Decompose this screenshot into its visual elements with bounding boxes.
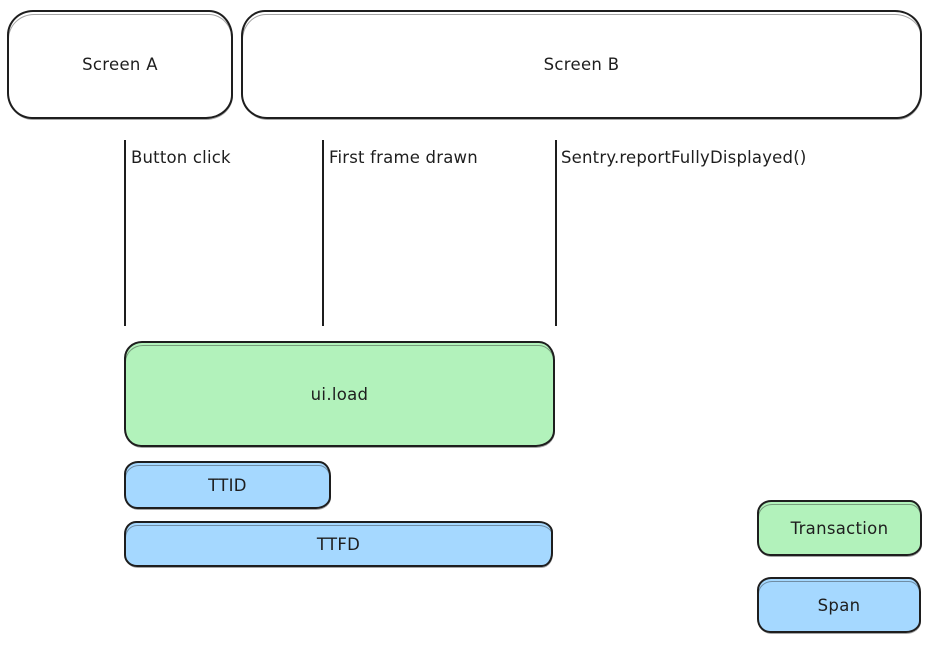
bar-ttid-label: TTID bbox=[208, 475, 247, 495]
bar-ui-load-label: ui.load bbox=[310, 384, 369, 404]
marker-label-report-fully-displayed: Sentry.reportFullyDisplayed() bbox=[561, 148, 807, 167]
marker-line-report-fully-displayed bbox=[555, 140, 558, 326]
legend-label-span: Span bbox=[817, 595, 861, 615]
bar-ttid[interactable]: TTID bbox=[124, 461, 331, 510]
marker-label-first-frame-drawn: First frame drawn bbox=[329, 148, 478, 167]
legend-item-span[interactable]: Span bbox=[757, 577, 921, 634]
legend-item-transaction[interactable]: Transaction bbox=[757, 500, 922, 557]
bar-ttfd[interactable]: TTFD bbox=[124, 521, 553, 568]
bar-ttfd-label: TTFD bbox=[316, 534, 361, 554]
screen-b-label: Screen B bbox=[543, 55, 620, 74]
screen-b-box[interactable]: Screen B bbox=[241, 10, 922, 120]
screen-a-label: Screen A bbox=[82, 55, 158, 74]
marker-line-first-frame-drawn bbox=[322, 140, 325, 326]
marker-label-button-click: Button click bbox=[131, 148, 231, 167]
marker-line-button-click bbox=[124, 140, 127, 326]
screen-a-box[interactable]: Screen A bbox=[7, 10, 233, 120]
legend-label-transaction: Transaction bbox=[790, 518, 889, 538]
bar-ui-load[interactable]: ui.load bbox=[124, 341, 555, 448]
